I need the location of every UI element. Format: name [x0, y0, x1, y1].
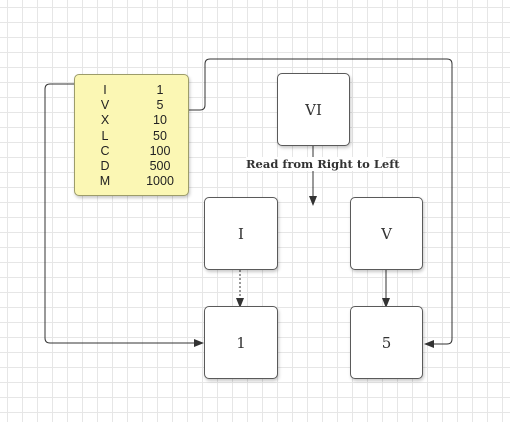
legend-row: I 1	[75, 83, 188, 98]
legend-symbol: C	[100, 143, 110, 158]
legend-symbol: X	[100, 113, 110, 128]
legend-symbol: D	[100, 158, 110, 173]
legend-row: V 5	[75, 98, 188, 113]
read-direction-note: Read from Right to Left	[246, 157, 400, 171]
legend-row: M 1000	[75, 174, 188, 189]
legend-value: 100	[149, 143, 171, 158]
legend-value: 1	[156, 83, 164, 97]
symbol-v-box[interactable]: V	[350, 197, 423, 270]
legend-symbol: L	[101, 128, 109, 143]
legend-value: 5	[156, 98, 164, 113]
legend-symbol: M	[99, 174, 111, 189]
legend-row: C 100	[75, 144, 188, 159]
value-5-box[interactable]: 5	[350, 306, 423, 379]
legend-value: 1000	[146, 174, 174, 189]
legend-value: 50	[153, 128, 167, 143]
legend-value: 10	[153, 113, 167, 128]
value-1-label: 1	[236, 333, 246, 352]
legend-symbol: V	[100, 98, 110, 113]
legend-value: 500	[149, 158, 171, 173]
symbol-i-label: I	[238, 224, 244, 243]
symbol-i-box[interactable]: I	[204, 197, 278, 270]
legend-row: D 500	[75, 159, 188, 174]
legend-row: X 10	[75, 113, 188, 128]
value-1-box[interactable]: 1	[204, 306, 278, 379]
value-5-label: 5	[381, 333, 392, 352]
symbol-v-label: V	[381, 224, 392, 243]
input-numeral-label: VI	[305, 100, 322, 119]
connector-legend-to-1	[44, 83, 204, 347]
legend-symbol: I	[103, 83, 107, 97]
connector-legend-to-5	[189, 58, 453, 348]
input-numeral-box[interactable]: VI	[277, 73, 350, 146]
roman-numeral-legend: I 1 V 5 X 10 L 50 C 100 D 500 M 1000	[74, 74, 189, 196]
legend-row: L 50	[75, 129, 188, 144]
